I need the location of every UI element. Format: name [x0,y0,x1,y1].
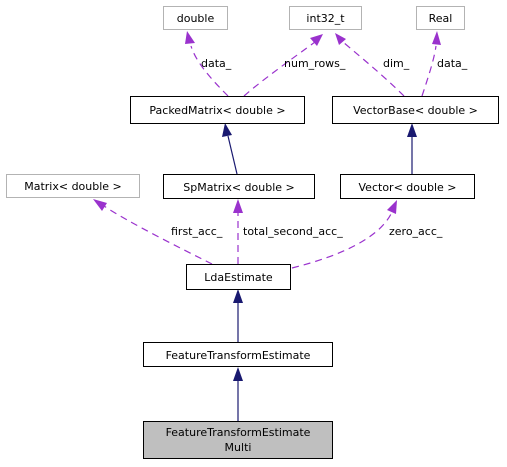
node-vector[interactable]: Vector< double > [340,174,475,199]
edge-arrowhead [233,289,243,303]
edge-label-dim: dim_ [383,57,410,70]
node-label: SpMatrix< double > [183,181,295,194]
edge-label-data: data_ [201,57,232,70]
node-int32-t[interactable]: int32_t [289,6,362,30]
node-vector-base[interactable]: VectorBase< double > [332,96,499,124]
node-label: int32_t [306,12,345,25]
node-label-line2: Multi [225,441,252,454]
edge-inherit-spmatrix [227,135,238,175]
node-matrix[interactable]: Matrix< double > [6,174,140,198]
node-label: VectorBase< double > [353,104,478,117]
node-label: double [177,12,215,25]
node-label-line1: FeatureTransformEstimate [166,426,311,439]
node-label: Matrix< double > [24,180,122,193]
edge-label-total-second-acc: total_second_acc_ [243,225,343,238]
node-feature-transform-estimate-multi[interactable]: FeatureTransformEstimate Multi [143,421,333,459]
node-label: PackedMatrix< double > [149,104,285,117]
edge-data-real [421,45,437,97]
node-label: FeatureTransformEstimate [166,349,311,362]
edge-label-zero-acc: zero_acc_ [389,225,443,238]
edge-arrowhead [310,34,323,46]
edge-arrowhead [222,123,232,137]
edge-data-double [190,45,229,97]
edge-label-first-acc: first_acc_ [171,225,223,238]
edge-arrowhead [233,367,243,381]
edge-label-num-rows: num_rows_ [284,57,346,70]
edge-arrowhead [185,31,195,44]
edge-first-acc [103,205,213,265]
edge-dim [342,41,405,97]
node-label: Real [429,12,453,25]
edge-zero-acc [291,211,393,269]
edge-arrowhead [387,200,397,214]
node-lda-estimate[interactable]: LdaEstimate [186,264,291,290]
edge-arrowhead [233,199,243,213]
node-packed-matrix[interactable]: PackedMatrix< double > [130,96,305,124]
node-feature-transform-estimate[interactable]: FeatureTransformEstimate [143,342,333,367]
edge-label-data: data_ [437,57,468,70]
node-real[interactable]: Real [416,6,465,30]
node-sp-matrix[interactable]: SpMatrix< double > [163,174,315,199]
edge-arrowhead [432,31,441,45]
node-label: LdaEstimate [204,271,273,284]
edge-arrowhead [335,33,346,45]
node-double[interactable]: double [163,6,228,30]
edge-arrowhead [407,123,417,137]
node-label: Vector< double > [359,181,457,194]
edge-arrowhead [93,199,107,211]
